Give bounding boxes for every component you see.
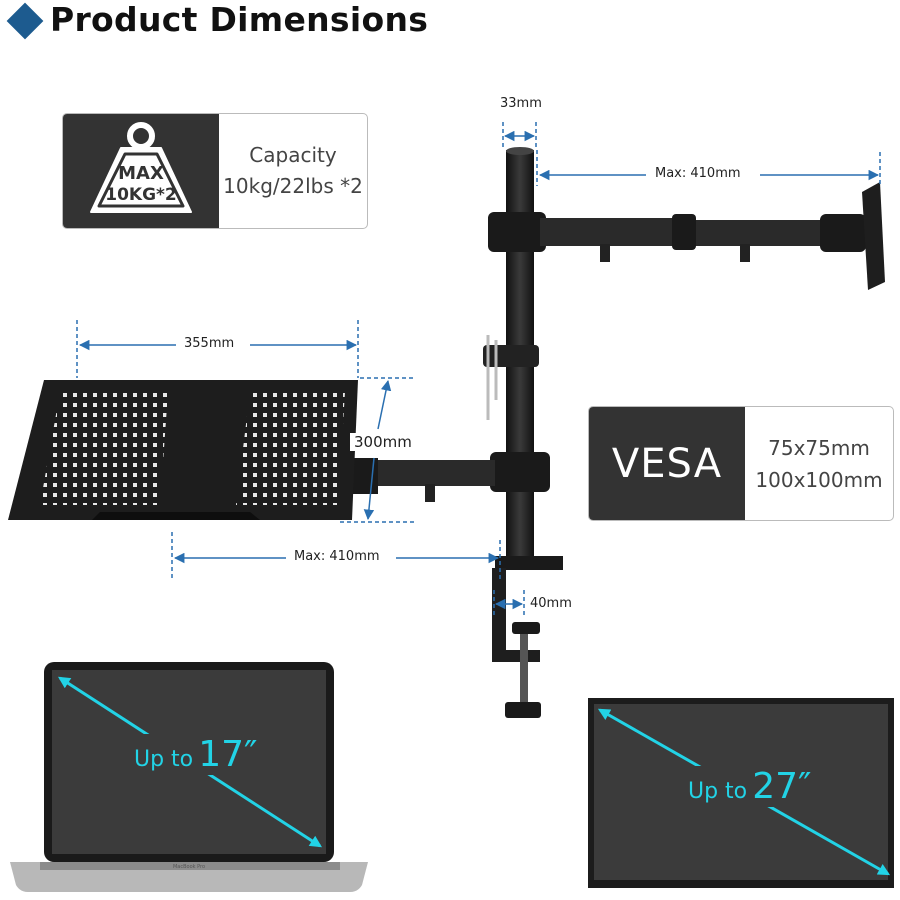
monitor-size-prefix: Up to: [688, 779, 748, 804]
tray-depth-label: 300mm: [350, 433, 416, 451]
cable-clip: [483, 345, 539, 367]
clamp-screw: [520, 634, 528, 704]
tray-width-label: 355mm: [180, 336, 239, 351]
capacity-label: Capacity: [249, 143, 337, 167]
tray-arm: [370, 460, 495, 486]
vesa-panel: VESA 75x75mm 100x100mm: [588, 406, 894, 521]
pole-width-label: 33mm: [496, 96, 546, 111]
vesa-size-small: 75x75mm: [768, 435, 870, 460]
capacity-value: 10kg/22lbs *2: [223, 174, 363, 198]
monitor-arm-segment1: [540, 218, 680, 246]
laptop-size-value: 17″: [198, 734, 258, 775]
vesa-size-large: 100x100mm: [755, 467, 883, 492]
laptop-size-prefix: Up to: [134, 747, 194, 772]
monitor-size-value: 27″: [752, 766, 812, 807]
clamp-thickness-label: 40mm: [526, 596, 576, 611]
tray-reach-label: Max: 410mm: [290, 549, 384, 564]
laptop-brand: MacBook Pro: [173, 864, 205, 870]
badge-line2: 10KG*2: [105, 185, 177, 205]
weight-icon: MAX 10KG*2: [90, 122, 192, 213]
monitor-size-label: Up to 27″: [682, 766, 818, 807]
monitor-arm-segment2: [680, 220, 820, 246]
page-title: Product Dimensions: [50, 0, 429, 39]
monitor-reach-label: Max: 410mm: [651, 166, 745, 181]
lower-arm-collar: [490, 452, 550, 492]
capacity-panel: MAX 10KG*2 Capacity 10kg/22lbs *2: [62, 113, 368, 229]
weight-badge: MAX 10KG*2: [63, 114, 219, 228]
vesa-sizes: 75x75mm 100x100mm: [745, 407, 893, 520]
upper-arm-collar: [488, 212, 546, 252]
vesa-label: VESA: [589, 407, 745, 520]
capacity-text: Capacity 10kg/22lbs *2: [219, 114, 367, 228]
clamp-body: [492, 568, 540, 662]
vesa-plate: [862, 182, 885, 290]
laptop-size-label: Up to 17″: [128, 734, 264, 775]
badge-line1: MAX: [118, 163, 164, 184]
clamp-top: [495, 556, 563, 570]
